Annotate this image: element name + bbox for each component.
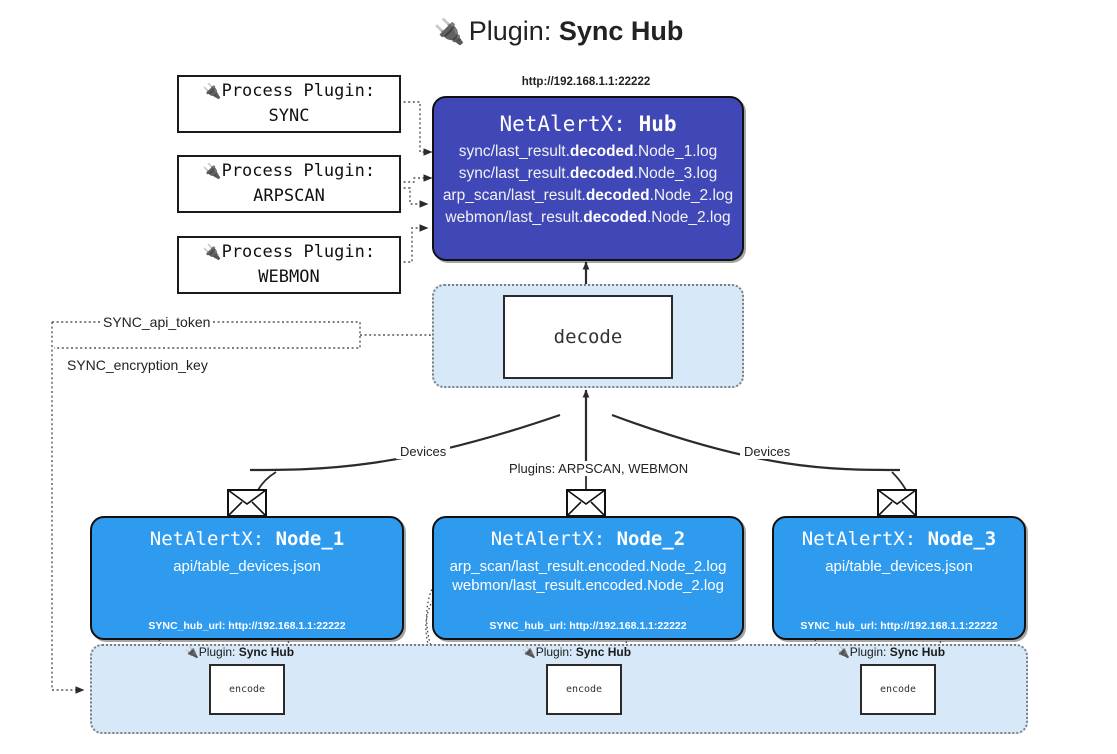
edge-label-devices-right: Devices	[740, 444, 795, 459]
envelope-icon-node-1	[227, 489, 267, 517]
process-plugin-arpscan-line2: ARPSCAN	[253, 186, 325, 206]
hub-file-1: sync/last_result.decoded.Node_1.log	[458, 143, 718, 160]
page-title-name: Sync Hub	[558, 16, 684, 46]
plug-icon: 🔌	[185, 647, 199, 659]
page-title: 🔌Plugin: Sync Hub	[0, 16, 1117, 47]
edge-label-devices-left: Devices	[396, 444, 451, 459]
node-2-title: NetAlertX: Node_2	[490, 528, 686, 550]
process-plugin-sync-box[interactable]: 🔌Process Plugin: SYNC	[177, 75, 401, 133]
envelope-icon-node-3	[877, 489, 917, 517]
node-2-hub-url: SYNC_hub_url: http://192.168.1.1:22222	[489, 620, 687, 632]
encode-1-plugin-label: 🔌Plugin: Sync Hub	[185, 645, 295, 659]
encode-2-plugin-label: 🔌Plugin: Sync Hub	[522, 645, 632, 659]
node-1[interactable]: NetAlertX: Node_1 api/table_devices.json…	[90, 516, 404, 640]
hub-title: NetAlertX: Hub	[434, 112, 742, 136]
encode-1-box[interactable]: encode	[209, 664, 285, 715]
sync-encryption-key-label: SYNC_encryption_key	[64, 357, 211, 373]
edge-label-plugins: Plugins: ARPSCAN, WEBMON	[505, 461, 693, 476]
page-title-prefix: Plugin:	[468, 16, 552, 46]
encode-3-box[interactable]: encode	[860, 664, 936, 715]
plug-icon: 🔌	[202, 82, 222, 101]
encode-3-plugin-label: 🔌Plugin: Sync Hub	[836, 645, 946, 659]
node-2-files: arp_scan/last_result.encoded.Node_2.log …	[434, 558, 742, 594]
node-2-file-1: arp_scan/last_result.encoded.Node_2.log	[449, 558, 727, 575]
decode-box[interactable]: decode	[503, 295, 673, 379]
hub-title-name: Hub	[638, 112, 677, 136]
process-plugin-arpscan-line1: 🔌Process Plugin:	[202, 161, 376, 182]
node-3[interactable]: NetAlertX: Node_3 api/table_devices.json…	[772, 516, 1026, 640]
plug-icon: 🔌	[202, 162, 222, 181]
process-plugin-sync-line2: SYNC	[268, 106, 310, 126]
node-2-file-2: webmon/last_result.encoded.Node_2.log	[452, 577, 724, 594]
node-3-files: api/table_devices.json	[774, 558, 1024, 575]
process-plugin-webmon-box[interactable]: 🔌Process Plugin: WEBMON	[177, 236, 401, 294]
plug-icon: 🔌	[522, 647, 536, 659]
node-3-file-1: api/table_devices.json	[825, 558, 973, 575]
encode-2-box[interactable]: encode	[546, 664, 622, 715]
hub-node[interactable]: NetAlertX: Hub sync/last_result.decoded.…	[432, 96, 744, 261]
hub-url-label: http://192.168.1.1:22222	[521, 76, 651, 88]
hub-file-4: webmon/last_result.decoded.Node_2.log	[445, 209, 731, 226]
node-1-title: NetAlertX: Node_1	[149, 528, 345, 550]
node-3-hub-url: SYNC_hub_url: http://192.168.1.1:22222	[800, 620, 998, 632]
hub-file-3: arp_scan/last_result.decoded.Node_2.log	[442, 187, 734, 204]
sync-api-token-label: SYNC_api_token	[100, 314, 214, 330]
node-1-file-1: api/table_devices.json	[173, 558, 321, 575]
envelope-icon-node-2	[566, 489, 606, 517]
node-3-title: NetAlertX: Node_3	[801, 528, 997, 550]
process-plugin-arpscan-box[interactable]: 🔌Process Plugin: ARPSCAN	[177, 155, 401, 213]
plug-icon: 🔌	[202, 243, 222, 262]
plug-icon: 🔌	[836, 647, 850, 659]
node-2[interactable]: NetAlertX: Node_2 arp_scan/last_result.e…	[432, 516, 744, 640]
process-plugin-webmon-line2: WEBMON	[258, 267, 320, 287]
node-1-files: api/table_devices.json	[92, 558, 402, 575]
process-plugin-sync-line1: 🔌Process Plugin:	[202, 81, 376, 102]
node-1-hub-url: SYNC_hub_url: http://192.168.1.1:22222	[148, 620, 346, 632]
process-plugin-webmon-line1: 🔌Process Plugin:	[202, 242, 376, 263]
hub-file-list: sync/last_result.decoded.Node_1.log sync…	[434, 143, 742, 227]
plug-icon: 🔌	[433, 18, 465, 46]
hub-file-2: sync/last_result.decoded.Node_3.log	[458, 165, 718, 182]
hub-title-prefix: NetAlertX:	[499, 112, 626, 136]
